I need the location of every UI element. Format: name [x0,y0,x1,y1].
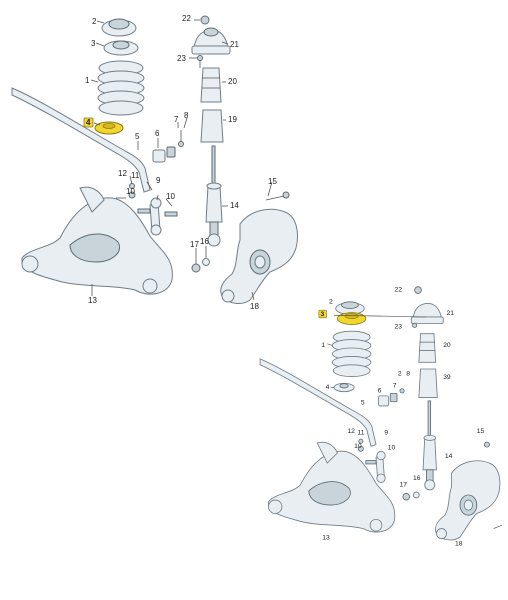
part-21-strut-mount-b [410,303,444,325]
callout-bottom-10a: 10 [354,443,362,450]
part-1-coil-spring-b [331,330,372,377]
callout-bottom-17: 17 [400,482,408,489]
bottom-callouts: 2 3 1 4 5 6 7 2 8 12 11 10 9 10 13 22 21… [318,287,485,547]
callout-bottom-5: 5 [361,399,365,406]
top-callouts: 2 3 1 4 5 6 7 8 12 11 10 9 10 13 22 21 2… [83,14,277,311]
part-23-bolt [190,55,203,68]
part-20-bump-stop [200,67,222,103]
callout-bottom-2: 2 [329,298,333,305]
callout-top-10a: 10 [126,187,135,196]
callout-bottom-3-badge [318,309,327,319]
callout-top-4-badge [83,117,94,128]
part-15-bolt-b [483,441,490,448]
part-39-dust-boot [418,368,438,398]
callout-top-11: 11 [131,171,140,180]
top-assembly: 2 3 1 4 5 6 7 8 12 11 10 9 10 13 22 21 2… [11,14,299,311]
part-14-shock-absorber [205,145,223,247]
part-1-coil-spring [97,60,145,116]
top-leader-lines [90,19,273,301]
callout-top-4: 4 [86,118,91,127]
callout-bottom-9: 9 [384,430,388,437]
callout-bottom-10b: 10 [388,445,396,452]
callout-bottom-4: 4 [326,384,330,391]
callout-top-9: 9 [156,176,161,185]
callout-top-15: 15 [268,177,277,186]
callout-bottom-14: 14 [445,453,453,460]
callout-top-19: 19 [228,115,237,124]
bottom-assembly: 2 3 1 4 5 6 7 2 8 12 11 10 9 10 13 22 21… [259,286,503,547]
part-22-nut [200,15,210,25]
part-2-spring-cap [101,18,137,37]
callout-bottom-18: 18 [455,540,463,547]
callout-top-5: 5 [135,132,140,141]
callout-bottom-7: 7 [393,382,397,389]
callout-bottom-23: 23 [394,324,402,331]
callout-bottom-21: 21 [447,310,455,317]
callout-top-1: 1 [85,76,90,85]
callout-bottom-13: 13 [322,535,330,542]
callout-top-23: 23 [177,54,186,63]
part-6-stabilizer-bushing [152,130,184,163]
callout-bottom-20: 20 [443,342,451,349]
callout-top-13: 13 [88,296,97,305]
callout-top-6: 6 [155,129,160,138]
part-22-nut-b [414,286,422,294]
part-23-bolt-b [412,322,418,328]
part-3-upper-spring-seat-highlighted [336,312,367,325]
part-5-stabilizer-bar-b [259,358,377,447]
part-4-lower-spring-seat-b [333,382,355,393]
part-20-bump-stop-b [418,333,437,363]
callout-bottom-12: 12 [347,428,355,435]
callout-bottom-39: 39 [443,374,451,381]
part-9-coupling-rod [128,183,178,236]
callout-top-7: 7 [174,115,179,124]
callout-top-14: 14 [230,201,239,210]
callout-top-18: 18 [250,302,259,311]
part-21-strut-mount [191,27,231,55]
part-19-dust-boot [200,109,224,143]
callout-bottom-16: 16 [413,475,421,482]
callout-bottom-11: 11 [358,430,365,437]
part-3-upper-spring-seat [103,40,139,56]
callout-bottom-2b: 2 [398,371,402,378]
callout-top-2: 2 [92,17,97,26]
callout-bottom-8: 8 [406,371,410,378]
callout-top-10b: 10 [166,192,175,201]
callout-top-3: 3 [91,39,96,48]
callout-bottom-15: 15 [477,428,485,435]
callout-top-8: 8 [184,111,189,120]
part-2-spring-cap-b [335,301,365,315]
part-6-stabilizer-bushing-b [378,388,405,407]
part-15-bolt [265,191,290,201]
callout-top-22: 22 [182,14,191,23]
callout-top-12: 12 [118,169,127,178]
callout-top-16: 16 [200,237,209,246]
callout-bottom-22: 22 [394,287,402,294]
bottom-leader-lines [327,314,503,529]
callout-bottom-6: 6 [378,388,382,395]
callout-bottom-3: 3 [321,311,325,318]
part-16-17-fasteners-b [402,491,420,501]
part-5-stabilizer-bar [11,87,151,193]
part-4-lower-spring-seat-highlighted [94,121,124,135]
callout-bottom-1: 1 [321,342,325,349]
callout-top-21: 21 [230,40,239,49]
callout-top-17: 17 [190,240,199,249]
part-14-shock-absorber-b [422,400,437,491]
part-16-17-fasteners [191,258,210,273]
callout-top-20: 20 [228,77,237,86]
part-9-coupling-rod-b [357,438,386,483]
